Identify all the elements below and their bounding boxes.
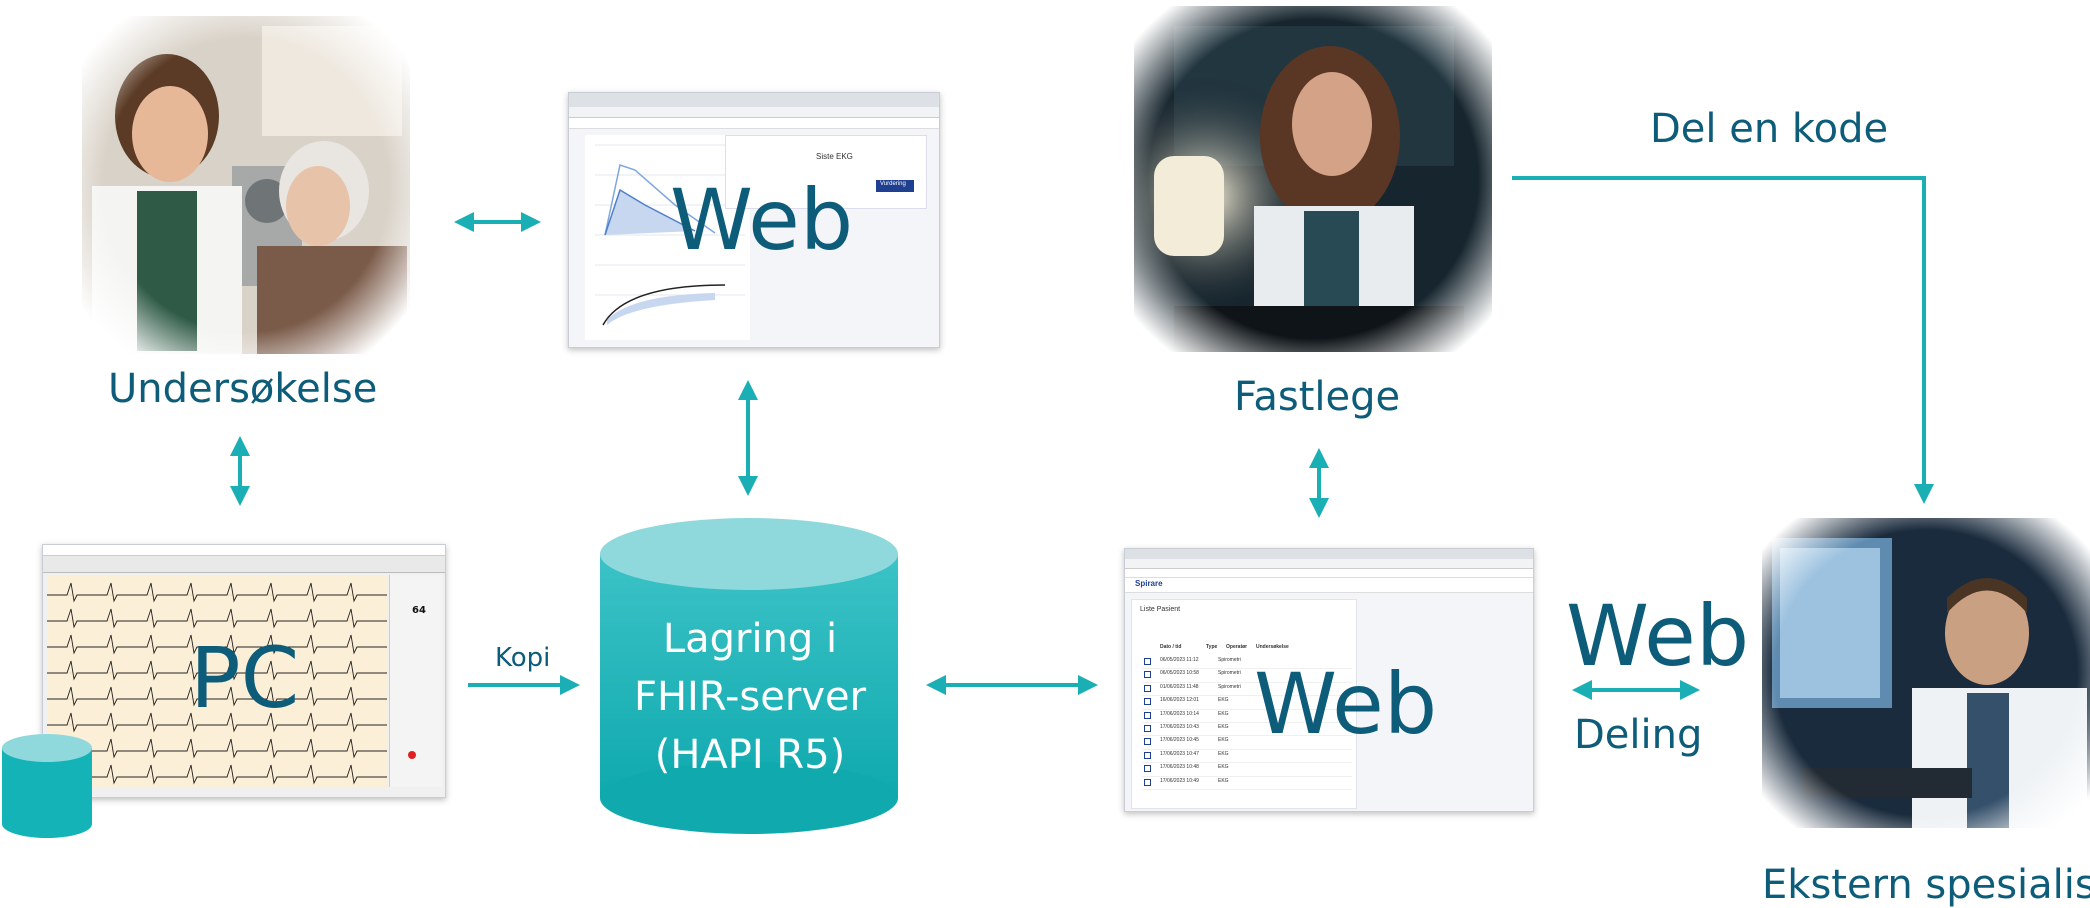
label-kopi: Kopi [495, 643, 551, 673]
label-fastlege: Fastlege [1234, 374, 1401, 420]
row-checkbox[interactable] [1144, 778, 1151, 786]
row-checkbox[interactable] [1144, 724, 1151, 732]
photo-examination [82, 16, 410, 354]
row-type: EKG [1218, 710, 1229, 717]
flow-volume-chart [585, 135, 750, 340]
storage-label: Lagring i FHIR-server (HAPI R5) [598, 610, 902, 784]
red-record-button[interactable] [408, 751, 416, 759]
photo-gp-doctor [1134, 6, 1492, 352]
row-date: 17/06/2023 10:47 [1160, 750, 1199, 757]
table-row[interactable]: 17/06/2023 10:45 EKG [1142, 736, 1352, 750]
row-type: EKG [1218, 723, 1229, 730]
ecg-trace [47, 575, 387, 787]
table-row[interactable]: 06/05/2023 11:12 Spirometri [1142, 656, 1352, 670]
row-checkbox[interactable] [1144, 711, 1151, 719]
row-date: 17/06/2023 10:49 [1160, 777, 1199, 784]
table-row[interactable]: 06/05/2023 10:58 Spirometri [1142, 669, 1352, 683]
row-type: Spirometri [1218, 657, 1241, 663]
row-date: 17/06/2023 10:14 [1160, 710, 1199, 717]
web-app-screenshot-top: Siste EKG Vurdering [568, 92, 940, 348]
latest-ecg-panel: Siste EKG Vurdering [725, 135, 927, 209]
panel-heading: Siste EKG [816, 152, 853, 161]
row-date: 06/05/2023 10:58 [1160, 670, 1199, 677]
app-name: Spirare [1135, 579, 1163, 588]
row-date: 01/06/2023 11:48 [1160, 683, 1199, 690]
web-app-screenshot-bottom: Spirare Liste Pasient Dato / tid Type Op… [1124, 548, 1534, 812]
row-checkbox[interactable] [1144, 738, 1151, 746]
row-checkbox[interactable] [1144, 765, 1151, 773]
row-checkbox[interactable] [1144, 671, 1151, 679]
storage-label-line2: FHIR-server [633, 674, 867, 720]
table-row[interactable]: 17/06/2023 10:14 EKG [1142, 710, 1352, 723]
label-pc: PC [190, 629, 300, 727]
label-web-share: Web [1566, 587, 1750, 685]
patient-list-title: Liste Pasient [1140, 606, 1181, 613]
pc-ecg-app-screenshot: 64 [42, 544, 446, 798]
row-type: EKG [1218, 777, 1229, 784]
table-row[interactable]: 17/06/2023 10:47 EKG [1142, 750, 1352, 764]
row-type: EKG [1218, 697, 1229, 704]
row-checkbox[interactable] [1144, 751, 1151, 759]
label-deling: Deling [1574, 712, 1703, 758]
row-checkbox[interactable] [1144, 684, 1151, 692]
storage-label-line3: (HAPI R5) [654, 732, 846, 778]
table-row[interactable]: 01/06/2023 11:48 Spirometri [1142, 683, 1352, 697]
patient-list-panel: Liste Pasient Dato / tid Type Operatør U… [1131, 599, 1357, 809]
storage-label-line1: Lagring i [662, 616, 838, 662]
row-date: 17/06/2023 10:48 [1160, 764, 1199, 771]
ecg-side-panel: 64 [389, 575, 442, 787]
local-database-icon [2, 734, 92, 838]
row-checkbox[interactable] [1144, 658, 1151, 665]
row-type: Spirometri [1218, 683, 1241, 690]
row-type: EKG [1218, 764, 1229, 771]
row-date: 16/06/2023 12:01 [1160, 697, 1199, 704]
fhir-storage-cylinder [600, 518, 898, 834]
table-row[interactable]: 16/06/2023 12:01 EKG [1142, 696, 1352, 710]
row-type: Spirometri [1218, 670, 1241, 677]
row-date: 06/05/2023 11:12 [1160, 657, 1199, 663]
assess-button[interactable]: Vurdering [876, 180, 914, 192]
table-row[interactable]: 17/06/2023 10:43 EKG [1142, 723, 1352, 737]
row-checkbox[interactable] [1144, 698, 1151, 706]
row-type: EKG [1218, 750, 1229, 757]
label-web-bottom: Web [1254, 655, 1438, 753]
label-ekstern-spesialist: Ekstern spesialist [1762, 862, 2090, 908]
label-web-top: Web [670, 171, 854, 269]
table-row[interactable]: 17/06/2023 10:48 EKG [1142, 763, 1352, 777]
label-del-en-kode: Del en kode [1650, 106, 1889, 152]
row-date: 17/06/2023 10:45 [1160, 737, 1199, 744]
heart-rate-value: 64 [412, 605, 426, 616]
label-undersokelse: Undersøkelse [108, 366, 378, 412]
table-row[interactable]: 17/06/2023 10:49 EKG [1142, 777, 1352, 790]
photo-external-specialist [1762, 518, 2090, 828]
row-date: 17/06/2023 10:43 [1160, 723, 1199, 730]
arrow-del-en-kode [1512, 176, 1934, 504]
row-type: EKG [1218, 737, 1229, 744]
